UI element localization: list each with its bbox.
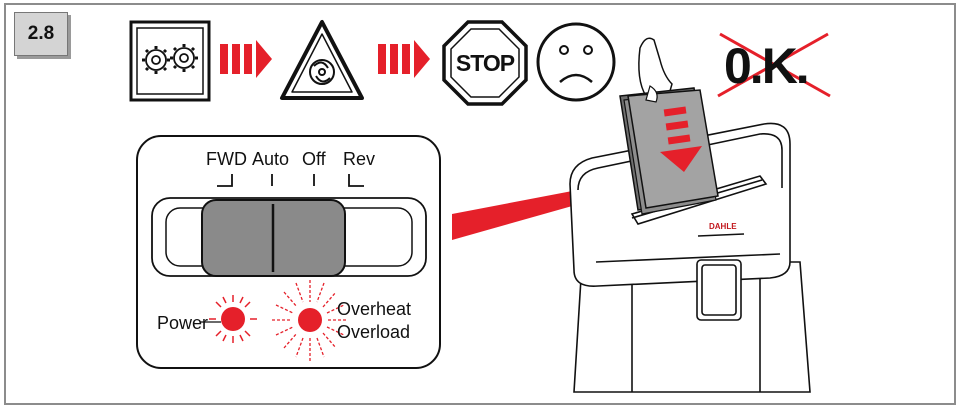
power-led bbox=[200, 295, 257, 343]
switch-panel bbox=[136, 135, 441, 369]
paper-stack-icon bbox=[619, 37, 719, 215]
sad-face-icon bbox=[536, 22, 616, 102]
step-badge: 2.8 bbox=[14, 12, 68, 56]
brand-logo: DAHLE bbox=[709, 222, 737, 231]
motor-warning-icon bbox=[280, 20, 364, 100]
switch-label-fwd: FWD bbox=[206, 149, 247, 169]
switch-label-off: Off bbox=[302, 149, 326, 169]
arrow-right-icon bbox=[378, 40, 430, 78]
stop-sign-label: STOP bbox=[455, 50, 515, 76]
overheat-label: Overheat bbox=[337, 299, 412, 319]
switch-label-auto: Auto bbox=[252, 149, 290, 169]
overheat-led bbox=[272, 280, 348, 362]
crossed-out-ok-icon bbox=[717, 32, 831, 98]
arrow-right-icon bbox=[220, 40, 272, 78]
stop-sign-icon bbox=[442, 20, 528, 106]
overload-label: Overload bbox=[337, 322, 411, 342]
switch-label-rev: Rev bbox=[343, 149, 376, 169]
gears-icon bbox=[129, 20, 211, 102]
ok-label: 0.K. bbox=[724, 38, 810, 94]
power-label: Power bbox=[157, 313, 209, 333]
